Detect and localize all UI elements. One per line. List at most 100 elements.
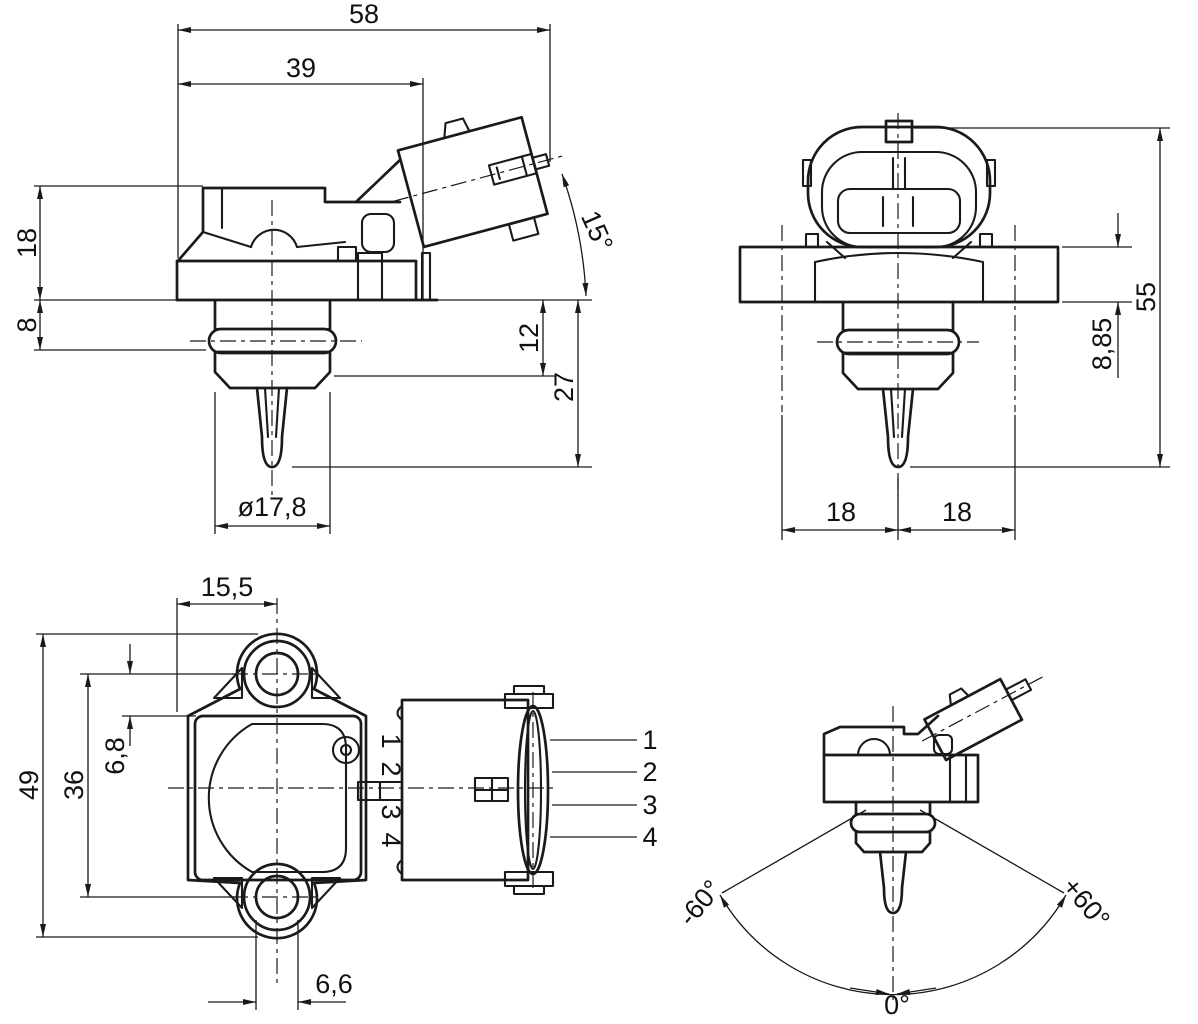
pin-number-rotated-2: 2 <box>376 761 406 776</box>
connector-bottom-tab <box>507 216 540 242</box>
key-window <box>473 776 510 803</box>
dim-text-total-width: 58 <box>349 0 379 29</box>
roof-slant <box>354 158 402 204</box>
flange-ear-left <box>804 232 820 249</box>
dim-text-body-edge-offset: 6,8 <box>100 737 130 775</box>
mini-housing <box>822 714 940 757</box>
dim-text-hole-spacing: 36 <box>59 770 89 800</box>
dim-text-hole-right: 18 <box>942 497 972 527</box>
connector-housing <box>396 115 549 249</box>
probe-inner-lines <box>889 387 907 439</box>
connector-top-key <box>884 119 914 144</box>
vent-port-outer <box>331 735 361 765</box>
mini-terminal-pin <box>1004 678 1033 702</box>
mini-support-ribs <box>948 753 968 804</box>
connector-body <box>400 698 530 882</box>
side-view-probe-stack <box>207 298 338 469</box>
swivel-arc <box>719 894 1067 996</box>
terminal-chamber <box>836 187 962 235</box>
upper-bushing <box>841 300 955 332</box>
flange-ear-right <box>978 232 994 249</box>
angle-text-left: -60° <box>672 874 727 931</box>
flange-band <box>175 259 418 302</box>
connector-edge-notches <box>396 704 404 876</box>
lower-bushing <box>213 350 332 390</box>
dim-text-flange-thickness: 8,85 <box>1087 318 1117 371</box>
front-view-connector <box>801 119 997 249</box>
pin-label-4: 4 <box>642 822 657 852</box>
back-view-dimensions: 15,5 49 36 6,8 6,6 <box>14 572 353 1010</box>
latch-tab <box>356 780 404 802</box>
vent-port-inner <box>339 743 353 757</box>
diaphragm-chamber <box>207 722 348 874</box>
mini-upper-bushing <box>854 800 932 816</box>
center-key-rib <box>891 156 907 191</box>
gusset-top-right <box>310 666 342 700</box>
hex-facet-edge <box>201 230 347 249</box>
upper-bushing <box>213 298 332 331</box>
probe-inner-lines <box>263 386 281 439</box>
swivel-sensor <box>822 675 1045 915</box>
lower-bushing <box>841 351 955 391</box>
sensor-body-square <box>193 714 363 882</box>
connector-outer-oval <box>806 125 992 249</box>
dim-text-lower-section: 12 <box>514 323 544 353</box>
connector-side-clip-right <box>985 158 997 188</box>
side-view-dimensions: 58 39 18 8 15° 12 27 ø17,8 <box>12 0 619 534</box>
dim-text-total-height: 49 <box>14 770 44 800</box>
dim-text-probe-length: 27 <box>549 372 579 402</box>
housing-outline <box>175 186 402 302</box>
dim-text-hole-left: 18 <box>826 497 856 527</box>
dim-text-thread-section: 8 <box>12 317 42 332</box>
mini-dome <box>856 737 892 757</box>
pin-number-rotated-3: 3 <box>376 804 406 819</box>
mini-connector <box>921 675 1045 762</box>
connector-side-clip-left <box>801 158 813 188</box>
side-view-body <box>175 158 439 302</box>
latch-block <box>360 212 396 254</box>
mini-connector-tab <box>948 687 970 707</box>
zero-arrow-left <box>849 987 890 995</box>
swivel-dimensions: -60° +60° 0° <box>672 809 1116 1020</box>
center-boss <box>813 251 985 304</box>
dim-text-body-width: 39 <box>286 53 316 83</box>
mini-connector-axis <box>921 675 1045 742</box>
gusset-top-left <box>212 666 244 700</box>
back-view: 1 2 3 4 1 2 3 4 15,5 49 <box>14 572 658 1010</box>
gusset-bottom-right <box>310 876 342 910</box>
front-view: 55 8,85 18 18 <box>738 113 1170 540</box>
front-view-dimensions: 55 8,85 18 18 <box>781 127 1170 540</box>
plate-outline <box>186 632 368 940</box>
zero-arrow-right <box>896 987 937 995</box>
connector-top-tab <box>443 117 471 139</box>
boss-transition <box>825 240 973 260</box>
pin-label-1: 1 <box>642 725 657 755</box>
swivel-ray-right <box>919 809 1065 894</box>
dim-text-hole-diameter: 6,6 <box>315 969 353 999</box>
side-view-connector <box>392 115 564 249</box>
flange-tab-top-step <box>512 684 546 696</box>
flange-tab-bottom-step <box>512 884 546 896</box>
side-view: 58 39 18 8 15° 12 27 ø17,8 <box>12 0 619 534</box>
dim-text-body-height: 18 <box>12 228 42 258</box>
dim-text-flange-hole-offset: 15,5 <box>201 572 254 602</box>
flange-step <box>336 245 358 263</box>
seal-lens-inner <box>523 709 543 871</box>
angle-text-center: 0° <box>884 990 910 1020</box>
front-view-flange <box>738 225 1060 412</box>
swivel-ray-left <box>721 809 867 894</box>
pin-number-rotated-1: 1 <box>376 733 406 748</box>
mini-lower-bushing <box>854 830 932 854</box>
pin-label-2: 2 <box>642 757 657 787</box>
pin-number-rotated-4: 4 <box>376 832 406 847</box>
gusset-bottom-left <box>212 876 244 910</box>
flange-block <box>738 245 1060 304</box>
swivel-view: -60° +60° 0° <box>672 675 1116 1020</box>
terminal-slots <box>881 195 915 228</box>
pin-label-3: 3 <box>642 790 657 820</box>
dim-text-total-height: 55 <box>1131 282 1161 312</box>
back-view-connector: 1 2 3 4 1 2 3 4 <box>356 684 658 896</box>
probe-tip <box>255 386 289 469</box>
